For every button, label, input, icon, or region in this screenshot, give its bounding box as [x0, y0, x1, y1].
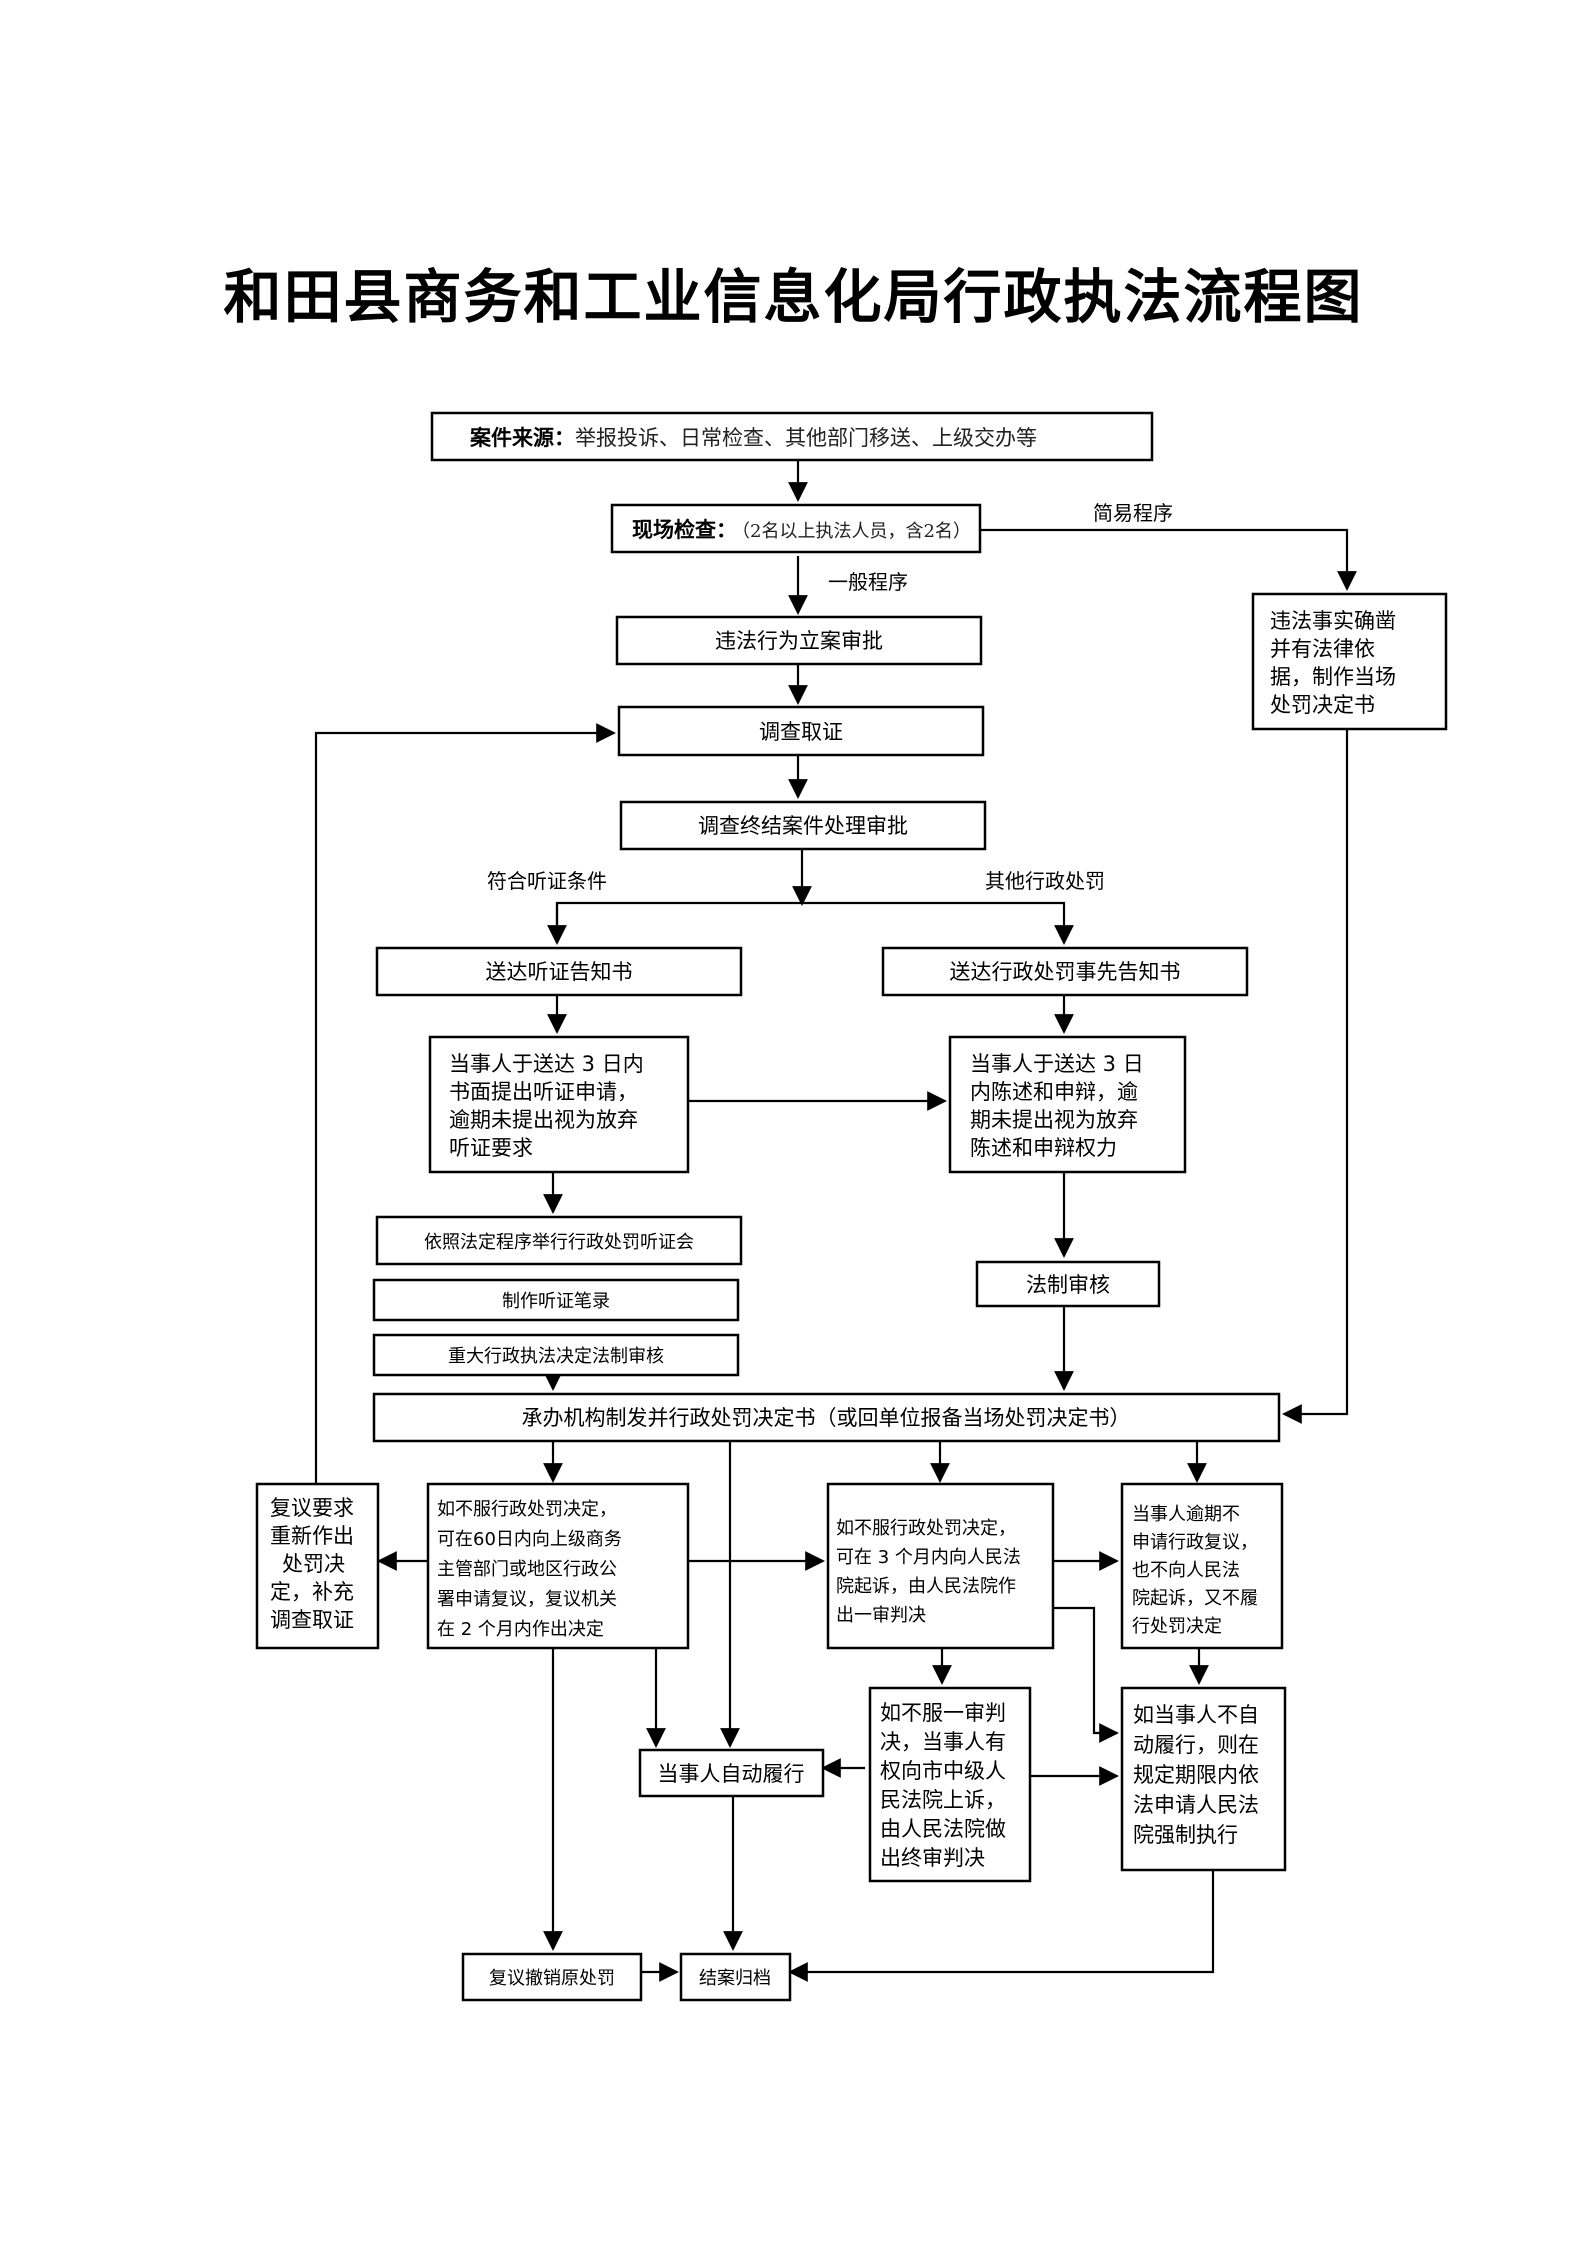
node-self-perform: 当事人自动履行 [638, 1748, 825, 1798]
hearing-request-line-3: 逾期未提出视为放弃 [449, 1108, 638, 1132]
node-hearing-record: 制作听证笔录 [372, 1278, 740, 1322]
edge-enforce-archive [788, 1870, 1215, 1982]
simple-line-3: 据，制作当场 [1270, 665, 1396, 689]
overdue-line-4: 院起诉，又不履 [1132, 1588, 1258, 1609]
node-enforce: 如当事人不自 动履行，则在 规定期限内依 法申请人民法 院强制执行 [1120, 1686, 1287, 1872]
case-source-text: 举报投诉、日常检查、其他部门移送、上级交办等 [575, 426, 1037, 450]
defense-line-1: 当事人于送达 3 日 [970, 1052, 1144, 1076]
appeal-line-2: 决，当事人有 [880, 1730, 1006, 1754]
reconsider-line-4: 署申请复议，复议机关 [437, 1589, 617, 1610]
node-reconsider-redo: 复议要求 重新作出 处罚决 定，补充 调查取证 [255, 1482, 380, 1650]
node-lawsuit: 如不服行政处罚决定， 可在 3 个月内向人民法 院起诉，由人民法院作 出一审判决 [826, 1482, 1055, 1650]
hearing-request-line-4: 听证要求 [449, 1136, 533, 1160]
appeal-line-1: 如不服一审判 [880, 1701, 1006, 1725]
hearing-notice-text: 送达听证告知书 [486, 960, 633, 984]
enforce-line-1: 如当事人不自 [1133, 1703, 1259, 1727]
node-hearing-request: 当事人于送达 3 日内 书面提出听证申请， 逾期未提出视为放弃 听证要求 [428, 1035, 690, 1174]
revoke-text: 复议撤销原处罚 [489, 1968, 615, 1989]
reconsider-line-2: 可在60日内向上级商务 [437, 1529, 622, 1550]
reconsider-line-5: 在 2 个月内作出决定 [437, 1619, 604, 1640]
lawsuit-line-4: 出一审判决 [836, 1605, 926, 1626]
appeal-line-3: 权向市中级人 [880, 1759, 1006, 1783]
node-case-source: 案件来源： 举报投诉、日常检查、其他部门移送、上级交办等 [430, 411, 1154, 462]
edge-split-hearing [555, 901, 1074, 945]
simple-line-2: 并有法律依 [1270, 637, 1375, 661]
reconsider-line-1: 如不服行政处罚决定， [437, 1499, 617, 1520]
redo-line-3: 处罚决 [282, 1552, 345, 1576]
node-filing-approval: 违法行为立案审批 [615, 615, 983, 666]
filing-approval-text: 违法行为立案审批 [715, 629, 883, 653]
reconsider-line-3: 主管部门或地区行政公 [437, 1559, 617, 1580]
node-conclusion-approval: 调查终结案件处理审批 [619, 800, 987, 851]
node-reconsider-apply: 如不服行政处罚决定， 可在60日内向上级商务 主管部门或地区行政公 署申请复议，… [426, 1482, 690, 1650]
hearing-request-line-2: 书面提出听证申请， [449, 1080, 638, 1104]
edge-simple-decision [1282, 728, 1349, 1424]
overdue-line-3: 也不向人民法 [1132, 1560, 1240, 1581]
overdue-line-5: 行处罚决定 [1132, 1616, 1222, 1637]
node-site-inspection: 现场检查： （2名以上执法人员，含2名） [610, 503, 982, 554]
hearing-meeting-text: 依照法定程序举行行政处罚听证会 [424, 1232, 694, 1253]
hearing-record-text: 制作听证笔录 [502, 1291, 610, 1312]
lawsuit-line-3: 院起诉，由人民法院作 [836, 1576, 1016, 1597]
site-inspection-label: 现场检查： [632, 518, 737, 542]
major-review-text: 重大行政执法决定法制审核 [448, 1346, 664, 1367]
defense-line-4: 陈述和申辩权力 [970, 1136, 1117, 1160]
edge-label-simple: 简易程序 [1093, 501, 1173, 525]
edge-lawsuit-enforce [1053, 1606, 1119, 1743]
archive-text: 结案归档 [699, 1968, 771, 1989]
node-legal-review: 法制审核 [975, 1260, 1161, 1308]
hearing-request-line-1: 当事人于送达 3 日内 [449, 1052, 644, 1076]
node-hearing-meeting: 依照法定程序举行行政处罚听证会 [375, 1215, 743, 1266]
edge-label-general: 一般程序 [828, 570, 908, 594]
node-penalty-decision: 承办机构制发并行政处罚决定书（或回单位报备当场处罚决定书） [372, 1392, 1281, 1443]
lawsuit-line-2: 可在 3 个月内向人民法 [836, 1547, 1021, 1568]
simple-line-1: 违法事实确凿 [1270, 609, 1396, 633]
self-perform-text: 当事人自动履行 [658, 1762, 805, 1786]
node-overdue: 当事人逾期不 申请行政复议， 也不向人民法 院起诉，又不履 行处罚决定 [1120, 1482, 1284, 1650]
enforce-line-4: 法申请人民法 [1133, 1793, 1259, 1817]
investigation-text: 调查取证 [759, 720, 843, 744]
case-source-label: 案件来源： [469, 426, 575, 450]
defense-line-2: 内陈述和申辩，逾 [970, 1080, 1138, 1104]
appeal-line-6: 出终审判决 [880, 1846, 985, 1870]
penalty-decision-text: 承办机构制发并行政处罚决定书（或回单位报备当场处罚决定书） [522, 1406, 1131, 1430]
enforce-line-3: 规定期限内依 [1133, 1763, 1259, 1787]
edge-inspect-simple [980, 528, 1357, 591]
lawsuit-line-1: 如不服行政处罚决定， [836, 1518, 1016, 1539]
edges [314, 460, 1357, 1982]
page-title: 和田县商务和工业信息化局行政执法流程图 [223, 263, 1364, 331]
simple-line-4: 处罚决定书 [1270, 693, 1375, 717]
node-prior-notice: 送达行政处罚事先告知书 [881, 946, 1249, 997]
redo-line-4: 定，补充 [270, 1580, 354, 1604]
enforce-line-5: 院强制执行 [1133, 1823, 1238, 1847]
edge-label-hearing-cond: 符合听证条件 [487, 869, 607, 893]
prior-notice-text: 送达行政处罚事先告知书 [950, 960, 1181, 984]
site-inspection-text: （2名以上执法人员，含2名） [732, 521, 971, 542]
node-major-review: 重大行政执法决定法制审核 [372, 1333, 740, 1377]
defense-line-3: 期未提出视为放弃 [970, 1108, 1138, 1132]
edge-label-other-penalty: 其他行政处罚 [985, 869, 1105, 893]
overdue-line-2: 申请行政复议， [1132, 1532, 1258, 1553]
appeal-line-5: 由人民法院做 [880, 1817, 1006, 1841]
node-appeal: 如不服一审判 决，当事人有 权向市中级人 民法院上诉， 由人民法院做 出终审判决 [868, 1686, 1032, 1883]
redo-line-5: 调查取证 [270, 1608, 354, 1632]
redo-line-2: 重新作出 [270, 1524, 354, 1548]
node-investigation: 调查取证 [617, 705, 985, 757]
legal-review-text: 法制审核 [1026, 1273, 1110, 1297]
node-hearing-notice: 送达听证告知书 [375, 946, 743, 997]
edge-redo-investigate [314, 723, 616, 1484]
redo-line-1: 复议要求 [270, 1496, 354, 1520]
node-revoke: 复议撤销原处罚 [461, 1952, 643, 2002]
enforce-line-2: 动履行，则在 [1133, 1733, 1259, 1757]
node-archive: 结案归档 [679, 1952, 792, 2002]
appeal-line-4: 民法院上诉， [880, 1788, 1006, 1812]
node-statement-defense: 当事人于送达 3 日 内陈述和申辩，逾 期未提出视为放弃 陈述和申辩权力 [948, 1035, 1187, 1174]
node-simple-procedure: 违法事实确凿 并有法律依 据，制作当场 处罚决定书 [1251, 592, 1448, 731]
conclusion-approval-text: 调查终结案件处理审批 [698, 814, 908, 838]
overdue-line-1: 当事人逾期不 [1132, 1504, 1240, 1525]
